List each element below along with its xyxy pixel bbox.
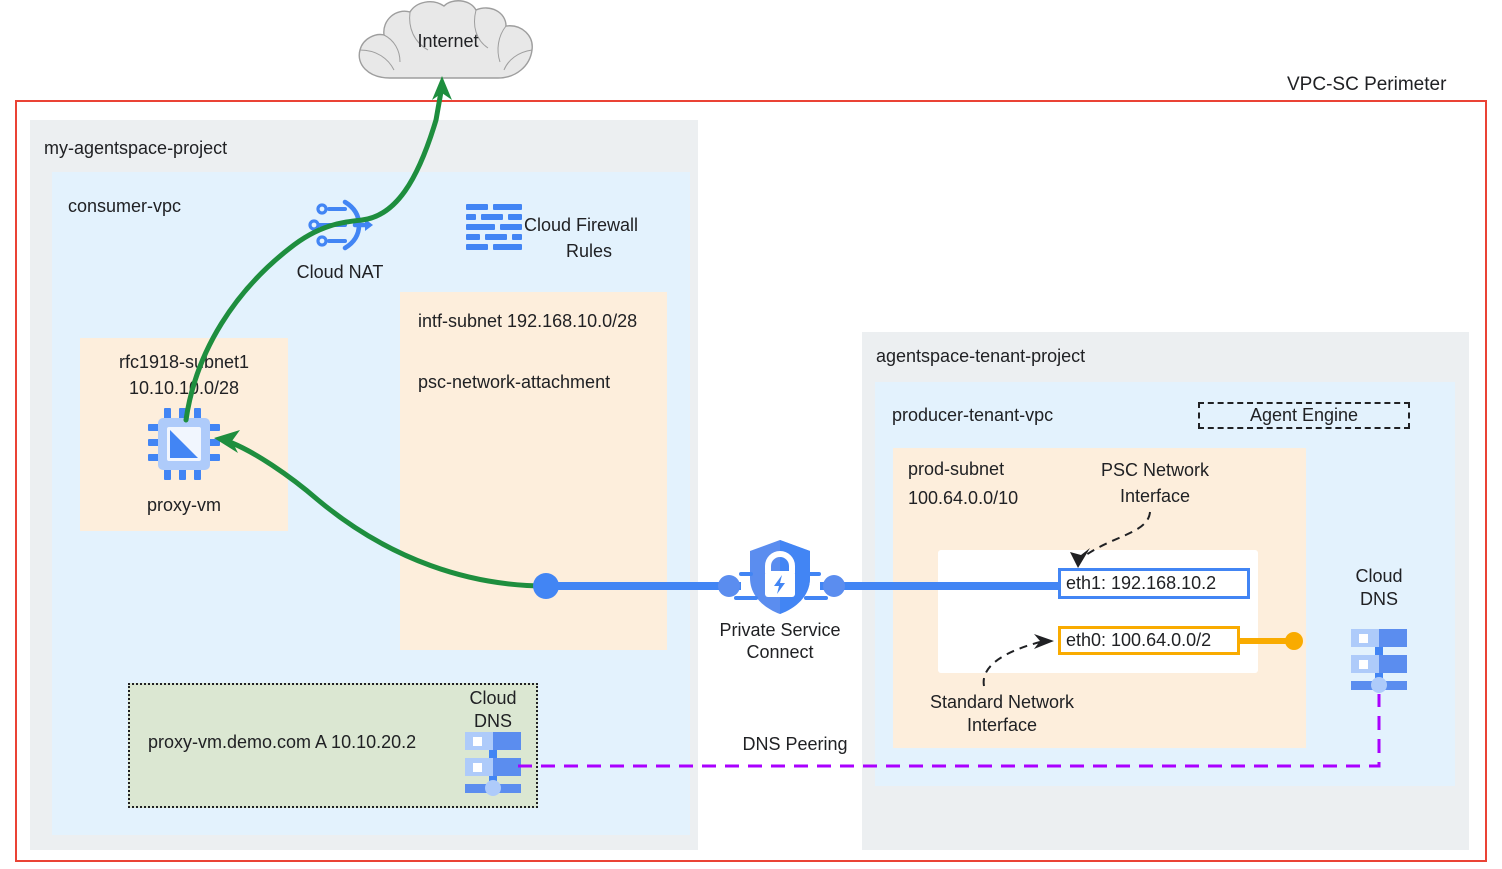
prod-subnet-cidr: 100.64.0.0/10 [908,488,1019,508]
vpc-sc-perimeter-label: VPC-SC Perimeter [1287,74,1447,95]
cloud-nat-icon [305,196,375,254]
cloud-dns-icon [1349,629,1409,693]
consumer-vpc-label: consumer-vpc [68,196,182,216]
firewall-label-line2: Rules [565,241,613,261]
psc-label-line2: Connect [746,642,814,662]
cloud-icon [358,0,533,79]
psc-nic-label-line1: PSC Network [1100,460,1210,480]
internet-cloud [348,0,548,90]
compute-chip-icon [148,408,220,480]
prod-subnet-name: prod-subnet [908,459,1005,479]
proxy-vm-label: proxy-vm [146,495,221,515]
consumer-project-label: my-agentspace-project [44,138,228,158]
psc-label-line1: Private Service [719,620,841,640]
intf-subnet-box [400,292,667,650]
cloud-dns-icon [463,732,523,796]
rfc1918-subnet-cidr: 10.10.10.0/28 [128,378,240,398]
agent-engine-box: Agent Engine [1198,402,1410,429]
firewall-icon [466,204,522,252]
rfc1918-subnet-name: rfc1918-subnet1 [118,352,250,372]
standard-nic-label-line2: Interface [966,715,1038,735]
psc-shield-lock-icon [746,538,814,616]
vpc-sc-perimeter-box [15,100,1487,862]
internet-label: Internet [417,31,479,51]
eth1-interface-box: eth1: 192.168.10.2 [1058,568,1250,599]
consumer-cloud-dns-title-line2: DNS [473,711,512,731]
dns-record-label: proxy-vm.demo.com A 10.10.20.2 [148,732,417,752]
eth0-interface-box: eth0: 100.64.0.0/2 [1058,626,1240,655]
intf-subnet-cidr: intf-subnet 192.168.10.0/28 [418,311,638,331]
tenant-cloud-dns-label-line2: DNS [1359,589,1398,609]
producer-tenant-vpc-label: producer-tenant-vpc [892,405,1054,425]
consumer-cloud-dns-title-line1: Cloud [469,688,517,708]
cloud-nat-label: Cloud NAT [296,262,384,282]
tenant-cloud-dns-label-line1: Cloud [1355,566,1403,586]
tenant-project-label: agentspace-tenant-project [876,346,1086,366]
psc-nic-label-line2: Interface [1119,486,1191,506]
dns-peering-label: DNS Peering [742,734,848,754]
psc-network-attachment-label: psc-network-attachment [418,372,611,392]
firewall-label-line1: Cloud Firewall [524,215,639,235]
standard-nic-label-line1: Standard Network [929,692,1075,712]
